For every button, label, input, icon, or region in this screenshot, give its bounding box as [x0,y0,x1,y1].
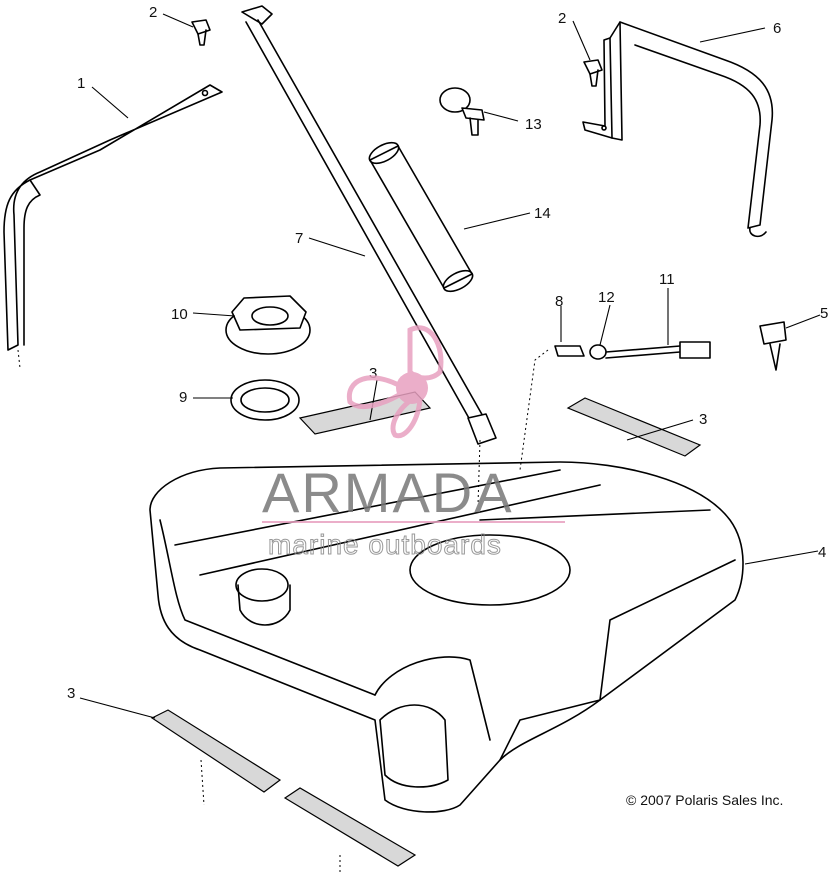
callout-10: 10 [171,306,188,323]
part-3-pad-lower-1 [150,709,282,793]
callout-3-upper-right: 3 [699,411,707,428]
callout-labels: 1 2 2 6 13 14 7 10 9 3 3 4 5 8 12 11 3 [67,4,828,702]
part-4-fuel-tank [149,461,744,813]
part-3-pad-upper-left [298,391,432,435]
callout-3-lower: 3 [67,685,75,702]
callout-5: 5 [820,305,828,322]
callout-11: 11 [659,271,675,288]
armada-watermark: ARMADA marine outboards [262,325,565,561]
watermark-brand: ARMADA [262,461,514,524]
leader-lines [79,13,821,875]
callout-7: 7 [295,230,303,247]
callout-4: 4 [818,544,826,561]
callout-13: 13 [525,116,542,133]
callout-8: 8 [555,293,563,310]
part-11-fuel-line [605,341,711,359]
part-7-vent-hose [241,5,497,445]
callout-14: 14 [534,205,551,222]
callout-9: 9 [179,389,187,406]
callout-6: 6 [773,20,781,37]
part-6-strap [582,21,774,238]
part-10-fuel-cap [225,295,311,355]
copyright-notice: © 2007 Polaris Sales Inc. [626,792,783,808]
watermark-tagline: marine outboards [268,529,502,560]
part-3-pad-upper-right [566,397,702,457]
propeller-logo [346,325,444,439]
part-2-fastener-left [191,19,211,46]
part-2-fastener-right [583,59,603,87]
part-14-sleeve [368,141,474,293]
part-1-strap [3,84,223,369]
part-8-fitting [554,345,585,357]
callout-12: 12 [598,289,615,306]
part-12-clip [589,344,607,360]
part-5-fitting [759,321,787,371]
part-13-clamp [439,87,485,136]
callout-2-left: 2 [149,4,157,21]
callout-2-right: 2 [558,10,566,27]
part-3-pad-lower-2 [283,787,417,867]
part-9-gasket [230,379,300,421]
callout-3-upper-left: 3 [369,365,377,382]
callout-1: 1 [77,75,85,92]
